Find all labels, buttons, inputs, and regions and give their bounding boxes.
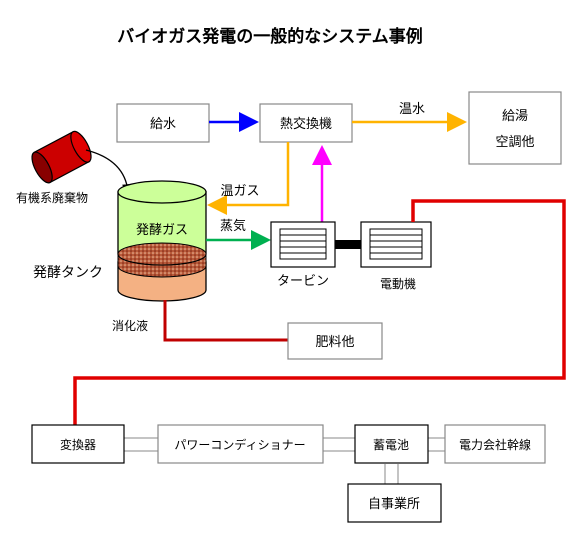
heat-exchanger-box: 熱交換機: [259, 103, 353, 143]
converter-label: 変換器: [60, 437, 96, 452]
battery-label: 蓄電池: [373, 438, 409, 452]
power-line: [73, 199, 566, 425]
fermentation-tank: [117, 180, 207, 302]
hot-water-supply-box: 給湯 空調他: [468, 91, 562, 165]
grid-line-label: 電力会社幹線: [459, 437, 531, 452]
heat-exchanger-label: 熱交換機: [280, 116, 332, 132]
grid-line-box: 電力会社幹線: [444, 424, 546, 464]
water-supply-box: 給水: [116, 103, 210, 143]
air-conditioning-label: 空調他: [495, 135, 534, 150]
water-supply-label: 給水: [150, 117, 176, 132]
own-facility-label: 自事業所: [368, 496, 420, 512]
turbine-unit: [270, 221, 336, 268]
warm-gas-arrow: [207, 142, 290, 215]
hot-water-label: 温水: [399, 102, 425, 117]
own-facility-box: 自事業所: [347, 483, 442, 523]
digestate-line: [163, 300, 288, 342]
hot-water-supply-label: 給湯: [502, 109, 528, 124]
fermentation-gas-label: 発酵ガス: [136, 223, 188, 238]
power-conditioner-label: パワーコンディショナー: [174, 437, 305, 452]
waste-input-arrow: [85, 149, 133, 195]
organic-waste-label: 有機系廃棄物: [16, 190, 88, 205]
page-title: バイオガス発電の一般的なシステム事例: [117, 26, 423, 47]
battery-box: 蓄電池: [354, 424, 429, 464]
power-conditioner-box: パワーコンディショナー: [157, 424, 324, 464]
steam-label: 蒸気: [220, 218, 246, 234]
converter-box: 変換器: [31, 424, 125, 464]
digestion-liquid-label: 消化液: [112, 318, 148, 333]
generator-unit: [360, 221, 432, 268]
fermentation-tank-label: 発酵タンク: [33, 265, 103, 281]
organic-waste-icon: [31, 130, 92, 184]
shaft: [335, 240, 361, 249]
generator-label: 電動機: [380, 276, 416, 291]
warm-gas-label: 温ガス: [220, 184, 259, 199]
turbine-label: タービン: [277, 274, 329, 289]
fertilizer-label: 肥料他: [315, 335, 354, 350]
fertilizer-box: 肥料他: [287, 322, 383, 360]
